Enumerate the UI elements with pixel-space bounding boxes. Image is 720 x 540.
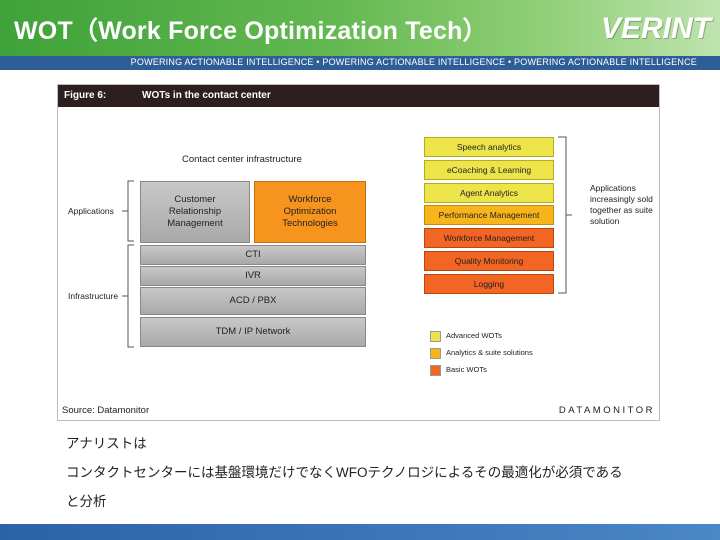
verint-logo: VERINT [601, 12, 712, 45]
body-line-2: コンタクトセンターには基盤環境だけでなくWFOテクノロジによるその最適化が必須で… [66, 465, 623, 480]
tagline-text: POWERING ACTIONABLE INTELLIGENCE • POWER… [130, 57, 697, 67]
legend-swatch-suite [430, 348, 441, 359]
figure-source: Source: Datamonitor [62, 405, 150, 416]
stack-performance-management: Performance Management [424, 205, 554, 225]
suite-note: Applications increasingly sold together … [590, 183, 653, 226]
wot-box: Workforce Optimization Technologies [254, 181, 366, 243]
stack-agent-analytics: Agent Analytics [424, 183, 554, 203]
stack-speech-analytics: Speech analytics [424, 137, 554, 157]
tagline-bar: POWERING ACTIONABLE INTELLIGENCE • POWER… [0, 56, 720, 70]
slide-title: WOT（Work Force Optimization Tech） [14, 17, 488, 45]
stack-logging: Logging [424, 274, 554, 294]
crm-box: Customer Relationship Management [140, 181, 250, 243]
diagram-brackets [122, 136, 572, 348]
body-line-3: と分析 [66, 494, 107, 509]
stack-workforce-management: Workforce Management [424, 228, 554, 248]
layer-ivr: IVR [140, 266, 366, 286]
layer-cti: CTI [140, 245, 366, 265]
figure-caption: WOTs in the contact center [142, 90, 271, 101]
datamonitor-brand: DATAMONITOR [558, 405, 655, 416]
legend-swatch-advanced [430, 331, 441, 342]
legend-advanced: Advanced WOTs [446, 331, 502, 340]
infrastructure-side-label: Infrastructure [68, 291, 119, 301]
applications-side-label: Applications [68, 206, 114, 216]
infrastructure-title: Contact center infrastructure [182, 154, 302, 165]
header-bar: WOT（Work Force Optimization Tech） VERINT [0, 0, 720, 56]
layer-acd-pbx: ACD / PBX [140, 287, 366, 315]
legend-basic: Basic WOTs [446, 365, 487, 374]
layer-tdm-ip: TDM / IP Network [140, 317, 366, 347]
figure-header-bar: Figure 6: WOTs in the contact center [58, 85, 659, 107]
stack-ecoaching: eCoaching & Learning [424, 160, 554, 180]
stack-quality-monitoring: Quality Monitoring [424, 251, 554, 271]
body-line-1: アナリストは [66, 436, 147, 451]
figure-panel: Figure 6: WOTs in the contact center Con… [57, 84, 660, 421]
figure-label: Figure 6: [64, 90, 107, 101]
footer-bar [0, 524, 720, 540]
legend-suite: Analytics & suite solutions [446, 348, 533, 357]
legend-swatch-basic [430, 365, 441, 376]
